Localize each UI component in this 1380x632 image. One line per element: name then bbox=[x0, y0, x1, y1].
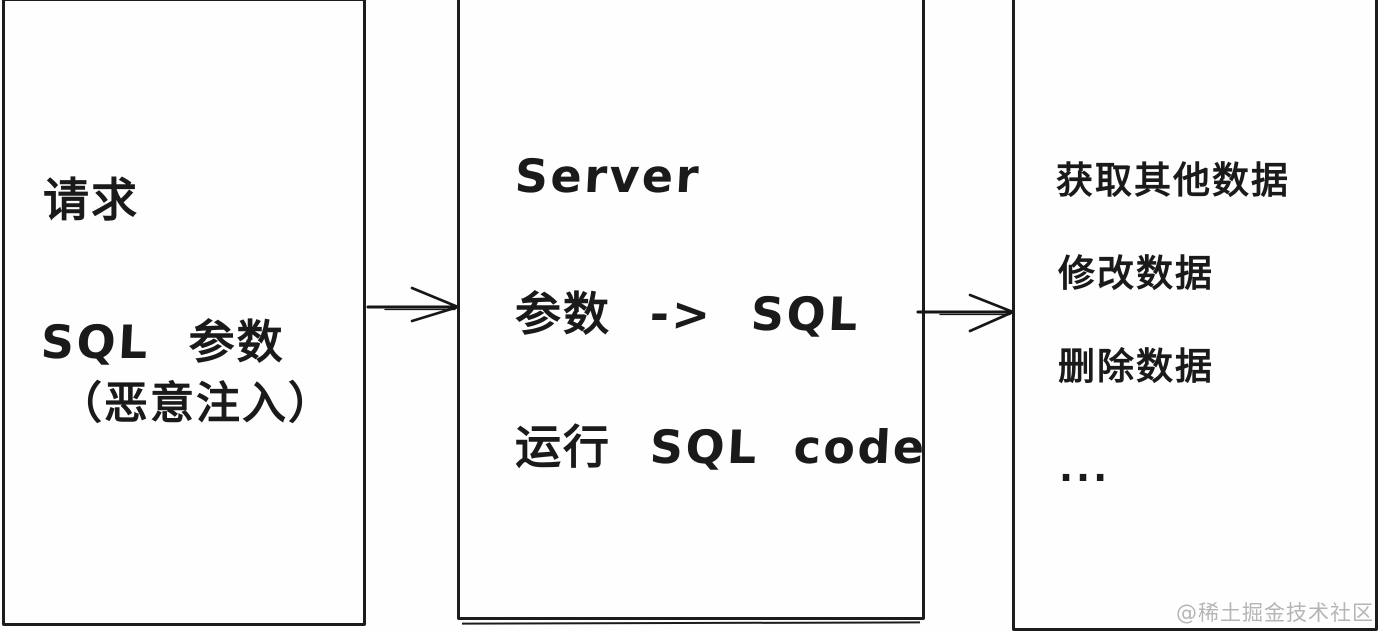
run-word: 运行 bbox=[515, 420, 611, 474]
maps-to-arrow-text: -> bbox=[648, 287, 714, 341]
request-line-label: 请求 bbox=[43, 177, 139, 223]
watermark: @稀土掘金技术社区 bbox=[1176, 601, 1374, 625]
modify-data-text: 修改数据 bbox=[1058, 252, 1214, 295]
sql-code-words: SQL code bbox=[648, 420, 928, 474]
request-line-sql-params: SQL 参数 bbox=[39, 315, 285, 369]
effects-line-modify-data: 修改数据 bbox=[1058, 255, 1214, 292]
effects-line-read-other-data: 获取其他数据 bbox=[1056, 162, 1290, 199]
server-line-run-sql-code: 运行 SQL code bbox=[515, 420, 928, 474]
sql-word: SQL bbox=[749, 287, 862, 341]
params-word: 参数 bbox=[188, 315, 285, 369]
effects-line-delete-data: 删除数据 bbox=[1058, 348, 1214, 385]
server-box-bottom-doubled-stroke bbox=[461, 621, 921, 625]
delete-data-text: 删除数据 bbox=[1058, 345, 1214, 388]
effects-box: 获取其他数据 修改数据 删除数据 ... bbox=[1012, 0, 1378, 631]
malicious-injection-text: （恶意注入） bbox=[58, 378, 334, 429]
read-other-data-text: 获取其他数据 bbox=[1056, 159, 1290, 202]
request-line-malicious-injection: （恶意注入） bbox=[58, 382, 334, 426]
request-box: 请求 SQL 参数 （恶意注入） bbox=[2, 0, 366, 626]
server-text: Server bbox=[513, 149, 703, 203]
request-text: 请求 bbox=[43, 173, 139, 227]
server-line-params-to-sql: 参数 -> SQL bbox=[515, 287, 862, 341]
sql-word: SQL bbox=[39, 315, 152, 369]
params-word: 参数 bbox=[515, 287, 611, 341]
ellipsis-text: ... bbox=[1059, 447, 1111, 490]
arrow-request-to-server bbox=[366, 286, 460, 323]
arrow-server-to-effects bbox=[916, 293, 1015, 333]
effects-line-ellipsis: ... bbox=[1059, 450, 1110, 487]
server-box: Server 参数 -> SQL 运行 SQL code bbox=[457, 0, 928, 620]
server-line-title: Server bbox=[513, 149, 703, 203]
